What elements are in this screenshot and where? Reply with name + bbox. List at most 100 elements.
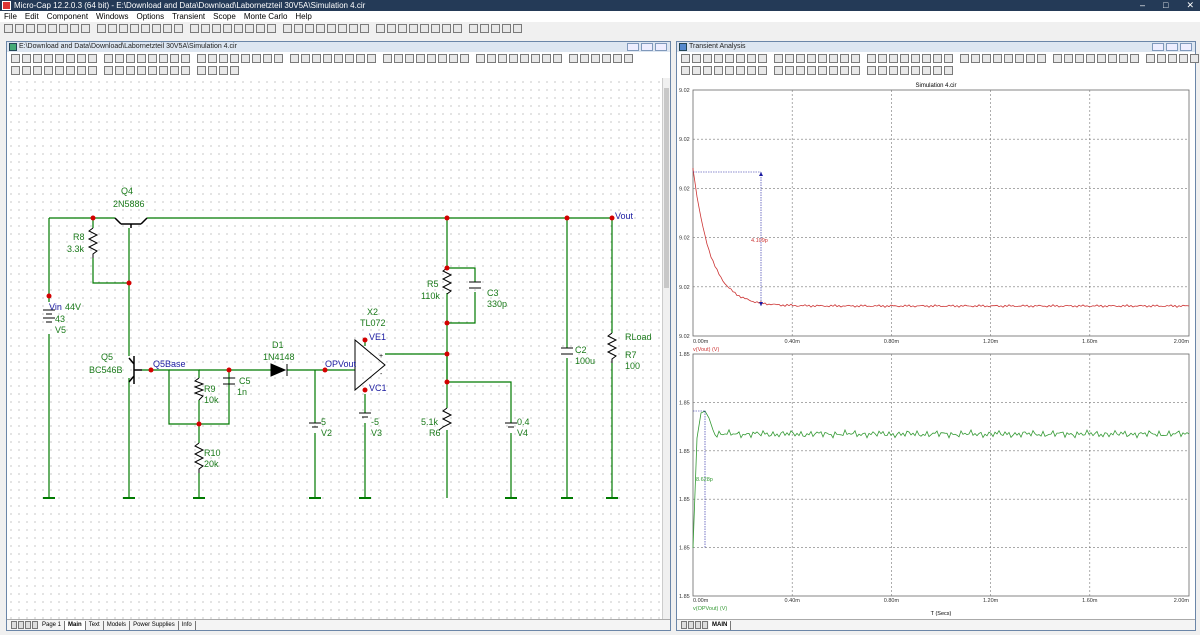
atb1-tool-icon[interactable] xyxy=(807,54,816,63)
atb1-tool-icon[interactable] xyxy=(796,54,805,63)
menu-edit[interactable]: Edit xyxy=(24,12,39,21)
stb1-tool-icon[interactable] xyxy=(290,54,299,63)
maintb-tool-icon[interactable] xyxy=(305,24,314,33)
maintb-tool-icon[interactable] xyxy=(212,24,221,33)
stb1-tool-icon[interactable] xyxy=(591,54,600,63)
stb1-tool-icon[interactable] xyxy=(345,54,354,63)
stb1-tool-icon[interactable] xyxy=(263,54,272,63)
atb2-tool-icon[interactable] xyxy=(692,66,701,75)
stb1-tool-icon[interactable] xyxy=(55,54,64,63)
stb2-tool-icon[interactable] xyxy=(11,66,20,75)
stb1-tool-icon[interactable] xyxy=(230,54,239,63)
maintb-tool-icon[interactable] xyxy=(70,24,79,33)
maintb-tool-icon[interactable] xyxy=(223,24,232,33)
stb1-tool-icon[interactable] xyxy=(602,54,611,63)
stb1-tool-icon[interactable] xyxy=(66,54,75,63)
atb1-tool-icon[interactable] xyxy=(1179,54,1188,63)
stb1-tool-icon[interactable] xyxy=(312,54,321,63)
tab-main[interactable]: Main xyxy=(65,620,86,630)
atb1-tool-icon[interactable] xyxy=(1026,54,1035,63)
maintb-tool-icon[interactable] xyxy=(316,24,325,33)
maintb-tool-icon[interactable] xyxy=(387,24,396,33)
maintb-tool-icon[interactable] xyxy=(360,24,369,33)
analysis-close-button[interactable] xyxy=(1180,43,1192,51)
maintb-tool-icon[interactable] xyxy=(420,24,429,33)
atb1-tool-icon[interactable] xyxy=(1015,54,1024,63)
maintb-tool-icon[interactable] xyxy=(327,24,336,33)
stb1-tool-icon[interactable] xyxy=(148,54,157,63)
schematic-vertical-scrollbar[interactable] xyxy=(662,78,670,620)
stb1-tool-icon[interactable] xyxy=(334,54,343,63)
atb1-tool-icon[interactable] xyxy=(900,54,909,63)
maintb-tool-icon[interactable] xyxy=(97,24,106,33)
atb2-tool-icon[interactable] xyxy=(681,66,690,75)
atb1-tool-icon[interactable] xyxy=(747,54,756,63)
maintb-tool-icon[interactable] xyxy=(15,24,24,33)
atb2-tool-icon[interactable] xyxy=(878,66,887,75)
maintb-tool-icon[interactable] xyxy=(480,24,489,33)
stb2-tool-icon[interactable] xyxy=(181,66,190,75)
atb1-tool-icon[interactable] xyxy=(1075,54,1084,63)
maintb-tool-icon[interactable] xyxy=(141,24,150,33)
stb1-tool-icon[interactable] xyxy=(33,54,42,63)
stb2-tool-icon[interactable] xyxy=(115,66,124,75)
atb1-tool-icon[interactable] xyxy=(818,54,827,63)
atb1-tool-icon[interactable] xyxy=(982,54,991,63)
maintb-tool-icon[interactable] xyxy=(4,24,13,33)
tab-text[interactable]: Text xyxy=(86,620,104,630)
atb1-tool-icon[interactable] xyxy=(933,54,942,63)
atb1-tool-icon[interactable] xyxy=(1064,54,1073,63)
atb1-tool-icon[interactable] xyxy=(736,54,745,63)
maintb-tool-icon[interactable] xyxy=(431,24,440,33)
menu-scope[interactable]: Scope xyxy=(213,12,236,21)
stb1-tool-icon[interactable] xyxy=(416,54,425,63)
schematic-restore-button[interactable] xyxy=(641,43,653,51)
stb2-tool-icon[interactable] xyxy=(137,66,146,75)
stb1-tool-icon[interactable] xyxy=(241,54,250,63)
analysis-tab-last-icon[interactable] xyxy=(702,621,708,629)
atb1-tool-icon[interactable] xyxy=(944,54,953,63)
atb2-tool-icon[interactable] xyxy=(796,66,805,75)
stb1-tool-icon[interactable] xyxy=(208,54,217,63)
stb1-tool-icon[interactable] xyxy=(405,54,414,63)
tab-prev-icon[interactable] xyxy=(18,621,24,629)
analysis-tab-prev-icon[interactable] xyxy=(688,621,694,629)
stb1-tool-icon[interactable] xyxy=(531,54,540,63)
stb1-tool-icon[interactable] xyxy=(301,54,310,63)
atb1-tool-icon[interactable] xyxy=(1157,54,1166,63)
stb1-tool-icon[interactable] xyxy=(44,54,53,63)
maintb-tool-icon[interactable] xyxy=(376,24,385,33)
atb1-tool-icon[interactable] xyxy=(960,54,969,63)
stb1-tool-icon[interactable] xyxy=(11,54,20,63)
atb1-tool-icon[interactable] xyxy=(867,54,876,63)
atb2-tool-icon[interactable] xyxy=(703,66,712,75)
atb2-tool-icon[interactable] xyxy=(807,66,816,75)
atb1-tool-icon[interactable] xyxy=(1119,54,1128,63)
stb1-tool-icon[interactable] xyxy=(22,54,31,63)
atb2-tool-icon[interactable] xyxy=(900,66,909,75)
atb2-tool-icon[interactable] xyxy=(714,66,723,75)
atb2-tool-icon[interactable] xyxy=(747,66,756,75)
menu-help[interactable]: Help xyxy=(295,12,312,21)
minimize-button[interactable]: – xyxy=(1140,0,1146,10)
stb1-tool-icon[interactable] xyxy=(104,54,113,63)
maintb-tool-icon[interactable] xyxy=(338,24,347,33)
stb2-tool-icon[interactable] xyxy=(197,66,206,75)
atb2-tool-icon[interactable] xyxy=(944,66,953,75)
stb2-tool-icon[interactable] xyxy=(219,66,228,75)
atb2-tool-icon[interactable] xyxy=(785,66,794,75)
stb2-tool-icon[interactable] xyxy=(208,66,217,75)
stb2-tool-icon[interactable] xyxy=(66,66,75,75)
stb2-tool-icon[interactable] xyxy=(170,66,179,75)
atb1-tool-icon[interactable] xyxy=(1168,54,1177,63)
atb2-tool-icon[interactable] xyxy=(867,66,876,75)
atb1-tool-icon[interactable] xyxy=(993,54,1002,63)
atb1-tool-icon[interactable] xyxy=(714,54,723,63)
stb1-tool-icon[interactable] xyxy=(356,54,365,63)
menu-component[interactable]: Component xyxy=(46,12,89,21)
atb1-tool-icon[interactable] xyxy=(889,54,898,63)
stb2-tool-icon[interactable] xyxy=(55,66,64,75)
analysis-tab-first-icon[interactable] xyxy=(681,621,687,629)
atb1-tool-icon[interactable] xyxy=(1086,54,1095,63)
atb1-tool-icon[interactable] xyxy=(829,54,838,63)
